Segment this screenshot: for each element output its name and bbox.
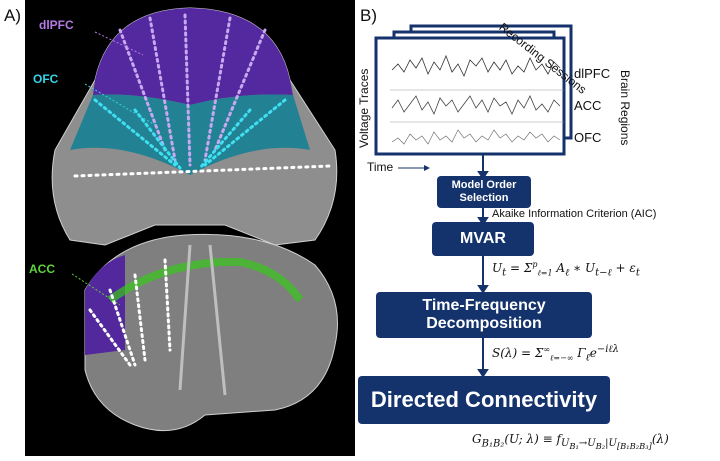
trace-label-acc: ACC — [574, 98, 602, 113]
trace-label-ofc: OFC — [574, 130, 602, 145]
aic-annotation: Akaike Information Criterion (AIC) — [492, 208, 657, 220]
panel-a-label: A) — [4, 6, 21, 25]
sagittal-pfc — [85, 255, 125, 355]
time-label: Time — [367, 160, 394, 174]
trace-dlpfc — [391, 54, 561, 77]
sagittal-brain — [84, 233, 338, 432]
region-label-ofc: OFC — [33, 72, 59, 86]
trace-ofc — [391, 129, 561, 145]
sagittal-shafts — [178, 244, 227, 396]
trace-acc — [391, 95, 561, 115]
panel-b-label: B) — [360, 6, 377, 25]
directed-connectivity-box: Directed Connectivity — [358, 376, 610, 424]
mvar-equation: Ut = Σpℓ=1 Aℓ ∗ Ut−ℓ + εt — [492, 260, 640, 279]
voltage-traces-label: Voltage Traces — [357, 68, 371, 148]
brain-regions-label: Brain Regions — [618, 70, 632, 146]
white-electrode-line — [73, 164, 332, 178]
trace-label-dlpfc: dlPFC — [574, 66, 611, 81]
region-label-dlpfc: dlPFC — [39, 18, 74, 32]
brain-illustration — [51, 7, 338, 432]
sagittal-electrodes — [88, 258, 172, 367]
mvar-box: MVAR — [432, 222, 534, 256]
acc-region — [107, 257, 304, 304]
ofc-electrodes — [93, 98, 287, 170]
connectivity-equation: GB₁B₂(U; λ) ≡ fUB₁→UB₂|U[B₁B₂B₃](λ) — [472, 432, 669, 452]
brain-image-panel: dlPFC OFC ACC — [25, 0, 355, 456]
time-frequency-box: Time-Frequency Decomposition — [376, 292, 592, 338]
flow-arrows — [477, 154, 489, 378]
spectral-equation: S(λ) = Σ∞ℓ=−∞ Γℓe−iℓλ — [492, 344, 619, 364]
coronal-electrodes — [118, 13, 267, 167]
model-order-selection-box: Model Order Selection — [437, 176, 531, 208]
region-label-acc: ACC — [29, 262, 55, 276]
